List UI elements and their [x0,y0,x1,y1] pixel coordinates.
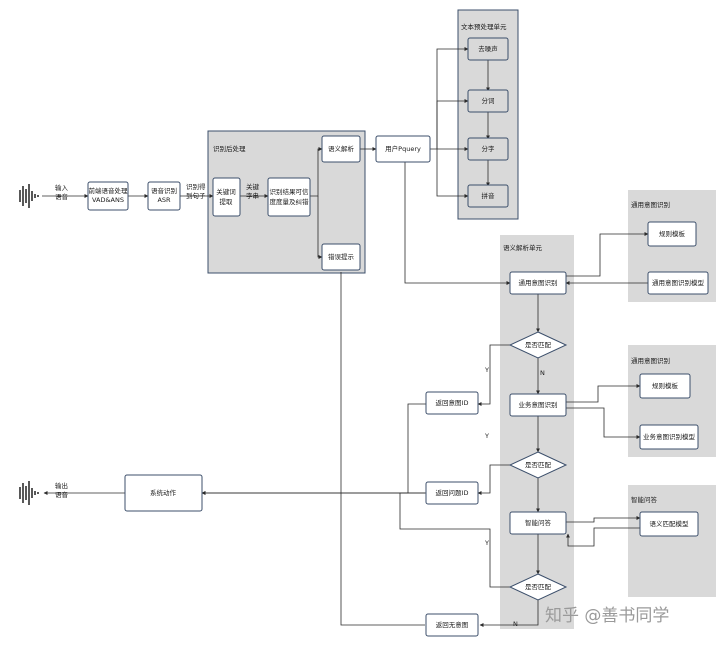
node-general-intent-recog-box [509,271,567,295]
edge-error-to-return-no-intent [340,272,425,626]
connectors [42,47,649,627]
node-semantic-box [321,135,361,163]
node-charsplit-box [467,137,509,161]
panel-title-post-recognition: 识别后处理 [213,144,246,153]
label-system-action: 系统动作 [150,488,177,497]
node-error-box [321,243,361,271]
node-model2-box [639,424,699,450]
nodes [87,37,709,637]
label-match-2: 是否匹配 [525,461,552,469]
panel-title-general-intent: 通用意图识别 [631,200,670,209]
edge-match1-yes [477,344,512,406]
node-asr-box [147,181,181,211]
node-system-action-box [124,474,203,512]
label-keyword: 关键词提取 [216,187,236,206]
panel-smart-qa: 智能问答 [628,485,716,597]
label-return-no-intent: 返回无意图 [436,620,469,629]
label-rule-template-1: 规则模板 [659,229,686,238]
edge-pquery-to-segment [436,99,469,149]
edge-label-keyword-string: 关键字串 [246,182,260,200]
label-return-question: 返回问题ID [436,489,469,497]
edge-confidence-to-branches [310,147,323,197]
node-keyword-box [212,177,241,217]
edge-smartqa-to-model3 [566,516,641,523]
node-denoise-box [467,37,509,61]
label-segment: 分词 [482,96,495,105]
label-smartqa: 智能问答 [525,518,552,527]
edge-label-recognized-sentence: 识别得到句子 [186,182,206,200]
label-rule-template-2: 规则模板 [652,381,679,390]
node-match2-diamond [508,451,568,479]
edge-confidence-to-error [317,196,323,259]
edge-return-intent-to-action [201,403,426,495]
label-charsplit: 分字 [482,144,496,153]
label-denoise: 去噪声 [478,44,498,53]
panel-semantic-parsing: 语义解析单元 [500,235,574,629]
edge-label-n3: N [513,620,518,628]
node-semantic-match-model-box [639,511,699,537]
label-business-intent-recog: 业务意图识别 [519,400,558,409]
node-rule2-box [639,373,691,399]
node-model1-box [647,271,709,295]
waveform-out-icon [19,481,39,505]
label-general-intent-model: 通用意图识别模型 [652,278,705,287]
edge-label-n1: N [540,369,545,377]
label-confidence: 识别结果可信度度量及纠错 [270,187,310,206]
edge-label-y3: Y [484,539,489,547]
panel-title-semantic-parsing: 语义解析单元 [503,243,543,252]
waveform-in-icon [19,184,39,208]
node-return-no-intent-box [425,613,479,637]
edge-label-y1: Y [484,366,489,374]
input-label: 输入语音 [55,183,69,201]
node-return-intent-box [425,391,479,415]
edge-general-intent-to-rule1 [566,232,649,277]
edge-business-to-rule2 [566,384,641,403]
node-rule1-box [647,221,697,247]
node-frontend-box [87,181,129,211]
node-business-intent-recog-box [509,393,567,417]
node-return-question-box [425,481,479,505]
output-label: 输出语音 [55,481,69,499]
node-match1-diamond [508,331,568,359]
output-audio: 输出语音 [19,481,69,505]
input-audio: 输入语音 [19,183,69,208]
edge-pquery-to-pinyin [436,149,469,198]
panel-title-smart-qa: 智能问答 [631,495,658,504]
node-segment-box [467,89,509,113]
node-pinyin-box [467,184,509,208]
node-match3-diamond [508,573,568,601]
panel-title-text-processing: 文本预处理单元 [461,22,507,31]
edge-business-to-model2 [566,407,641,439]
edge-model3-to-smartqa [566,527,640,547]
label-semantic-match-model: 语义匹配模型 [650,519,690,528]
edge-match3-no [479,600,539,627]
edge-match2-yes [477,464,512,495]
label-business-intent-model: 业务意图识别模型 [643,432,696,441]
node-smartqa-box [509,511,567,535]
label-error-prompt: 错误提示 [328,252,355,261]
label-pinyin: 拼音 [482,191,496,200]
watermark: 知乎 @善书同学 [545,606,669,626]
node-pquery-box [375,135,431,163]
edge-match3-yes [399,492,512,588]
node-confidence-box [267,177,311,217]
edge-pquery-to-denoise [430,47,469,150]
edge-pquery-to-general-intent [404,159,511,285]
edge-label-y2: Y [484,432,489,440]
label-match-1: 是否匹配 [525,341,552,349]
label-pquery: 用户Pquery [385,144,421,153]
label-match-3: 是否匹配 [525,583,552,591]
edge-labels: 识别得到句子 关键字串 Y N Y Y N [186,182,545,628]
label-general-intent-recog: 通用意图识别 [519,278,558,287]
panel-title-business-intent: 通用意图识别 [631,356,670,365]
label-return-intent: 返回意图ID [436,398,469,407]
label-semantic: 语义解析 [328,144,355,153]
